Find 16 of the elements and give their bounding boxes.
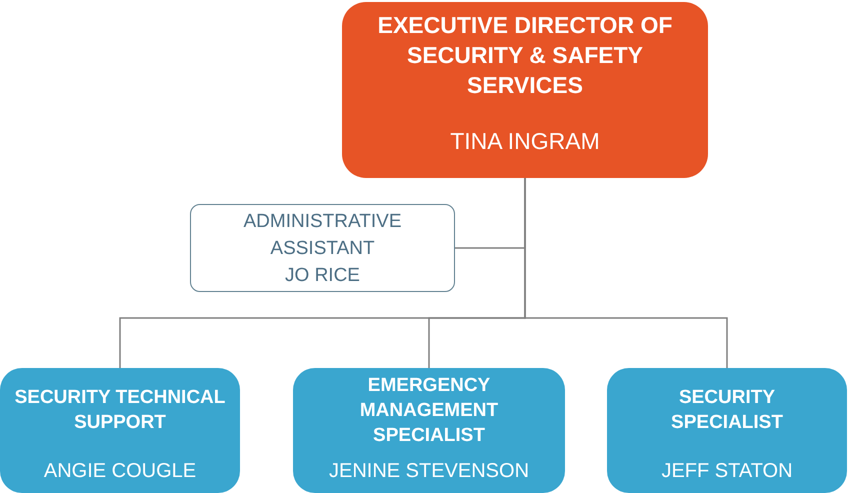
position-box	[607, 368, 847, 493]
person-name: JEFF STATON	[661, 460, 793, 483]
person-name: JO RICE	[285, 264, 360, 288]
position-box	[0, 368, 240, 493]
job-title: SECURITY SPECIALIST	[670, 386, 784, 435]
job-title: EMERGENCY MANAGEMENT SPECIALIST	[358, 374, 500, 448]
position-box	[293, 368, 565, 493]
job-title: ADMINISTRATIVE ASSISTANT	[242, 210, 402, 260]
executive-box	[342, 2, 708, 178]
connector-line	[524, 178, 728, 368]
job-title: SECURITY TECHNICAL SUPPORT	[14, 386, 226, 435]
person-name: ANGIE COUGLE	[44, 460, 196, 483]
job-title: EXECUTIVE DIRECTOR OF SECURITY & SAFETY SERVICES	[376, 11, 674, 100]
person-name: JENINE STEVENSON	[328, 460, 530, 483]
person-name: TINA INGRAM	[450, 128, 600, 155]
assistant-box	[190, 204, 455, 292]
